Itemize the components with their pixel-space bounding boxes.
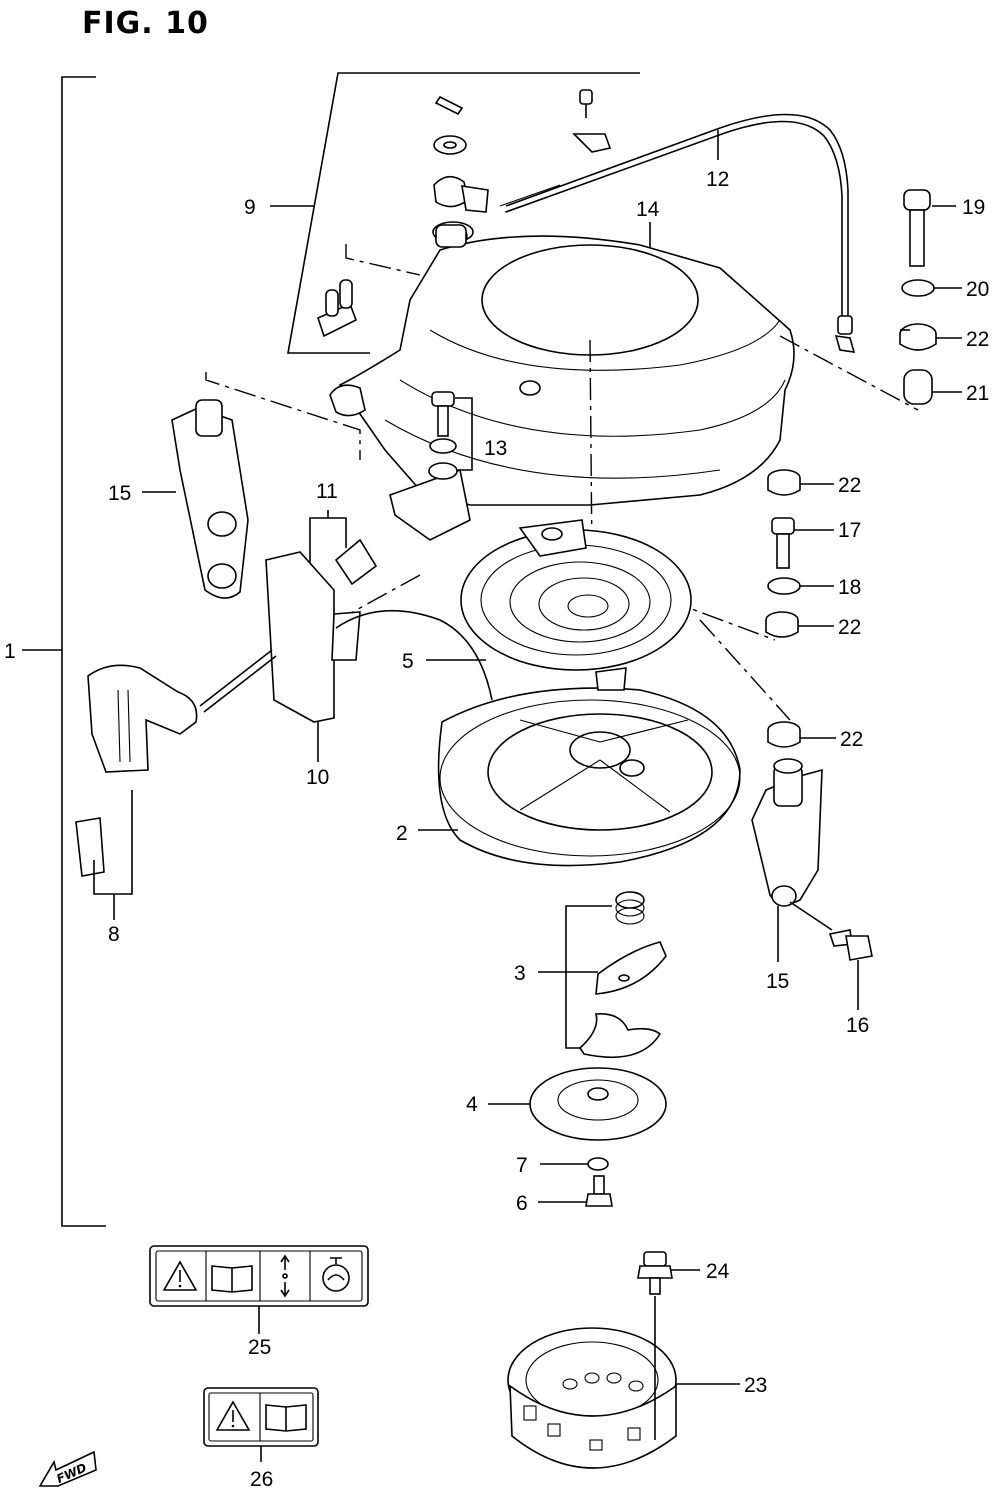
bolt-24 — [637, 1251, 700, 1295]
grommet-22-bottom — [767, 721, 836, 748]
collar-21 — [903, 369, 962, 405]
pawl-spring-3 — [538, 891, 667, 1059]
callout-26: 26 — [250, 1468, 273, 1491]
figure-title: FIG. 10 — [82, 6, 209, 41]
callout-14: 14 — [636, 198, 660, 221]
bolt-16 — [789, 901, 873, 1010]
manual-book-icon — [265, 1404, 307, 1432]
assembly-bracket — [22, 76, 106, 1227]
callout-23: 23 — [744, 1374, 767, 1397]
callout-3: 3 — [514, 962, 526, 985]
rope-handle-8 — [75, 609, 493, 920]
pull-direction-icon — [280, 1254, 290, 1298]
callout-15-upper: 15 — [108, 482, 131, 505]
bolt-17 — [771, 517, 834, 569]
callout-6: 6 — [516, 1192, 528, 1215]
grommet-22-mid — [767, 469, 834, 496]
bracket-15-upper — [142, 399, 249, 599]
callout-2: 2 — [396, 822, 408, 845]
bolt-13 — [428, 391, 473, 480]
warning-triangle-icon — [215, 1400, 251, 1431]
callout-10: 10 — [306, 766, 329, 789]
recoil-spring-5 — [426, 519, 692, 671]
washer-7 — [540, 1157, 609, 1171]
callout-20: 20 — [966, 278, 989, 301]
callout-4: 4 — [466, 1093, 478, 1116]
callout-11: 11 — [316, 480, 338, 503]
cable-12 — [499, 113, 856, 353]
bushing-11 — [309, 510, 378, 586]
bracket-15-lower — [751, 758, 823, 962]
callout-16: 16 — [846, 1014, 869, 1037]
washer-20 — [901, 279, 962, 297]
reel-2 — [418, 667, 741, 867]
starter-case-14 — [329, 222, 795, 541]
fwd-arrow-icon: FWD — [38, 1450, 97, 1487]
friction-plate-4 — [488, 1067, 667, 1141]
callout-22-d: 22 — [840, 728, 863, 751]
callout-19: 19 — [962, 196, 985, 219]
callout-15-lower: 15 — [766, 970, 789, 993]
callout-17: 17 — [838, 519, 861, 542]
callout-22-a: 22 — [966, 328, 989, 351]
warning-triangle-icon — [162, 1260, 198, 1291]
callout-21: 21 — [966, 382, 989, 405]
starter-cup-23 — [507, 1296, 740, 1469]
callout-5: 5 — [402, 650, 414, 673]
callout-22-b: 22 — [838, 474, 861, 497]
callout-18: 18 — [838, 576, 861, 599]
starter-icon — [322, 1257, 350, 1292]
cover-plate-10 — [265, 551, 361, 762]
callout-24: 24 — [706, 1260, 730, 1283]
bolt-19 — [903, 189, 956, 267]
washer-18 — [767, 577, 834, 595]
callout-1: 1 — [4, 640, 16, 663]
callout-7: 7 — [516, 1154, 528, 1177]
warning-label-25 — [149, 1245, 369, 1334]
warning-label-26 — [203, 1387, 319, 1462]
callout-labels: 1 2 3 4 5 6 7 8 9 10 11 12 13 14 15 15 1… — [4, 168, 989, 1491]
callout-13: 13 — [484, 437, 507, 460]
callout-8: 8 — [108, 923, 120, 946]
callout-12: 12 — [706, 168, 729, 191]
grommet-22-top — [899, 323, 962, 351]
callout-22-c: 22 — [838, 616, 861, 639]
callout-9: 9 — [244, 196, 256, 219]
bolt-6 — [538, 1175, 613, 1207]
grommet-22-lower — [765, 611, 834, 638]
manual-book-icon — [211, 1265, 253, 1293]
callout-25: 25 — [248, 1336, 271, 1359]
